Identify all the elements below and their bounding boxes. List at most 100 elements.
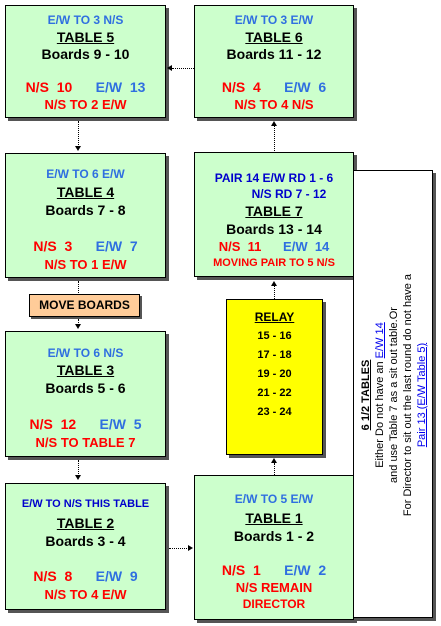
table-3-ew-number: 5 [133,416,142,432]
relay-item: 23 - 24 [257,406,292,418]
half-table-note: 6 1/2 TABLES Either Do not have an E/W 1… [353,170,433,618]
arrow-t2-to-t1 [169,548,189,549]
table-3-ew-move: E/W TO 6 N/S [47,346,124,360]
arrow-t4-to-t3-upper [78,281,79,293]
table-6-ew-move: E/W TO 3 E/W [234,13,314,27]
table-5-ns-label: N/S [25,79,49,95]
table-3-ns-number: 12 [60,416,77,432]
relay-item: 21 - 22 [257,387,292,399]
relay-item: 19 - 20 [257,368,292,380]
table-3-title: TABLE 3 [56,362,115,378]
arrow-t7-to-t6 [274,126,275,151]
table-7-boards: Boards 13 - 14 [226,221,322,237]
table-5-ns-number: 10 [56,79,73,95]
arrowhead-down-icon [75,146,81,151]
arrowhead-up-icon [271,458,277,463]
table-6-ns-label: N/S [221,79,246,95]
table-4-title: TABLE 4 [56,184,115,200]
table-6-card: E/W TO 3 E/W TABLE 6 Boards 11 - 12 N/S … [194,5,354,118]
arrow-t3-to-t2 [78,460,79,476]
table-4-ns-number: 3 [64,238,73,254]
table-7-ew-number: 14 [314,239,330,254]
table-1-ns-remain: N/S REMAIN [235,580,313,595]
table-1-boards: Boards 1 - 2 [233,528,315,544]
table-3-boards: Boards 5 - 6 [45,380,126,396]
table-6-ew-label: E/W [284,79,311,95]
table-6-ew-number: 6 [318,79,327,95]
table-7-pairs: N/S 11 E/W 14 [195,239,353,254]
note-title: 6 1/2 TABLES [360,359,372,431]
table-6-pairs: N/S 4 E/W 6 [195,79,353,95]
table-6-title: TABLE 6 [245,29,303,45]
table-1-ew-number: 2 [318,562,327,578]
table-7-ns-number: 11 [247,239,262,254]
table-1-ns-number: 1 [252,562,261,578]
table-7-moving-pair: MOVING PAIR TO 5 N/S [213,257,335,269]
arrowhead-down-icon [75,475,81,480]
arrow-t1-to-relay [274,463,275,475]
table-4-ew-move: E/W TO 6 E/W [46,167,125,181]
table-1-ns-label: N/S [221,562,246,578]
note-line-1-text: Either Do not have an [374,358,386,468]
table-7-ew-label: E/W [283,239,308,254]
table-7-ns-label: N/S [218,239,241,254]
table-1-pairs: N/S 1 E/W 2 [195,562,353,578]
table-5-boards: Boards 9 - 10 [41,46,130,62]
table-2-boards: Boards 3 - 4 [45,533,126,549]
table-2-ew-number: 9 [129,568,138,584]
arrowhead-down-icon [75,324,81,329]
note-line-3: For Director to sit out the last round d… [402,273,414,517]
arrow-t4-to-t3-lower [78,319,79,325]
table-7-card: PAIR 14 E/W RD 1 - 6 N/S RD 7 - 12 TABLE… [194,152,354,277]
table-5-ew-number: 13 [129,79,146,95]
arrowhead-left-icon [167,65,172,71]
table-2-ns-label: N/S [33,568,57,584]
table-1-ew-label: E/W [284,562,311,578]
relay-item: 17 - 18 [257,349,292,361]
table-1-ew-move: E/W TO 5 E/W [234,492,314,506]
table-1-card: E/W TO 5 E/W TABLE 1 Boards 1 - 2 N/S 1 … [194,475,354,620]
table-5-ew-move: E/W TO 3 N/S [47,13,124,27]
note-line-2: and use Table 7 as a sit out table.Or [388,307,400,483]
table-7-title: TABLE 7 [245,203,303,219]
table-2-pairs: N/S 8 E/W 9 [6,568,165,584]
table-1-title: TABLE 1 [245,510,303,526]
table-4-card: E/W TO 6 E/W TABLE 4 Boards 7 - 8 N/S 3 … [5,153,166,278]
table-3-pairs: N/S 12 E/W 5 [6,416,165,432]
table-2-title: TABLE 2 [56,515,115,531]
table-6-ns-number: 4 [252,79,261,95]
note-pair-13-link[interactable]: Pair 13 (E/W Table 5) [416,342,428,448]
table-5-ew-label: E/W [95,79,123,95]
arrowhead-right-icon [188,545,193,551]
arrow-t6-to-t5 [172,68,194,69]
table-5-pairs: N/S 10 E/W 13 [6,79,165,95]
note-ew-14-link[interactable]: E/W 14 [374,322,386,359]
table-2-card: E/W TO N/S THIS TABLE TABLE 2 Boards 3 -… [5,483,166,610]
arrow-t5-to-t4 [78,121,79,147]
half-table-note-text: 6 1/2 TABLES Either Do not have an E/W 1… [359,175,429,615]
table-4-ew-number: 7 [129,238,138,254]
relay-box: RELAY 15 - 16 17 - 18 19 - 20 21 - 22 23… [226,299,323,455]
relay-item: 15 - 16 [257,330,292,342]
table-4-ns-move: N/S TO 1 E/W [44,257,127,272]
table-4-ew-label: E/W [95,238,123,254]
note-line-1: Either Do not have an E/W 14 [373,175,387,615]
table-2-ns-move: N/S TO 4 E/W [44,587,127,602]
table-4-pairs: N/S 3 E/W 7 [6,238,165,254]
relay-title: RELAY [254,310,295,324]
table-3-card: E/W TO 6 N/S TABLE 3 Boards 5 - 6 N/S 12… [5,331,166,457]
table-3-ew-label: E/W [99,416,126,432]
table-2-ew-label: E/W [95,568,123,584]
table-3-ns-label: N/S [29,416,53,432]
table-6-ns-move: N/S TO 4 N/S [234,97,314,112]
table-7-pair-14-line-2: N/S RD 7 - 12 [251,187,327,201]
arrowhead-up-icon [271,121,277,126]
move-boards-label: MOVE BOARDS [29,294,140,317]
arrowhead-up-icon [271,281,277,286]
table-2-ew-move: E/W TO N/S THIS TABLE [21,498,150,510]
table-7-pair-14-line-1: PAIR 14 E/W RD 1 - 6 [214,171,334,185]
table-3-ns-move: N/S TO TABLE 7 [35,435,136,450]
table-2-ns-number: 8 [64,568,73,584]
table-1-director: DIRECTOR [242,597,306,611]
arrow-relay-to-t7 [274,286,275,299]
